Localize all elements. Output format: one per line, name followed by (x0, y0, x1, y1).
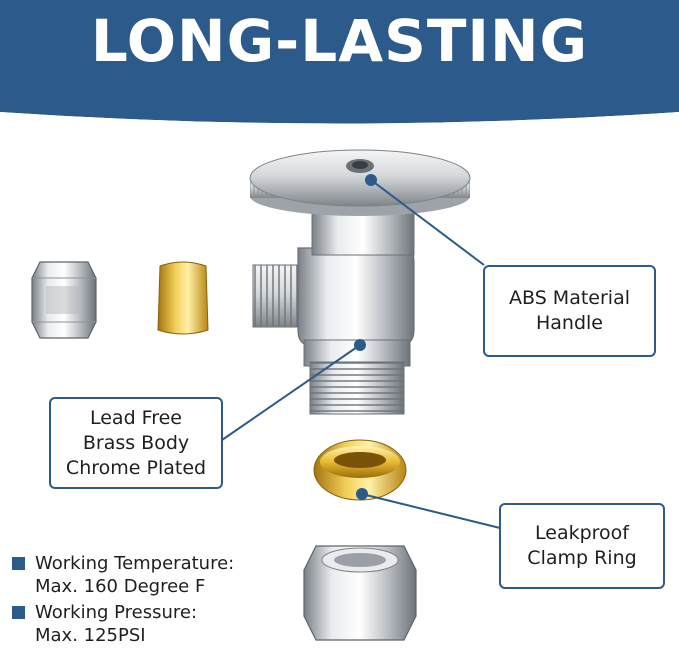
spec-pressure: Working Pressure: Max. 125PSI (12, 601, 197, 647)
brass-clamp-ring (313, 439, 407, 501)
callout-ring-line2: Clamp Ring (527, 547, 637, 569)
callout-handle-line2: Handle (535, 312, 603, 334)
callout-ring: Leakproof Clamp Ring (499, 503, 665, 589)
angle-valve-body (252, 204, 415, 415)
callout-body-line1: Lead Free (89, 406, 182, 429)
bullet-square-icon (12, 557, 25, 570)
callout-handle: ABS Material Handle (483, 265, 656, 357)
callout-leaders (221, 174, 501, 529)
callout-body-line2: Brass Body (82, 431, 190, 454)
valve-handle (249, 149, 471, 216)
callout-ring-line1: Leakproof (535, 522, 629, 544)
header-banner (0, 0, 679, 130)
bullet-square-icon (12, 606, 25, 619)
banner-title: LONG-LASTING (90, 7, 589, 75)
compression-nut-left (31, 261, 97, 339)
brass-sleeve-left (157, 261, 209, 335)
spec-temperature-value: Max. 160 Degree F (35, 576, 206, 597)
callout-body-line3: Chrome Plated (65, 456, 207, 479)
spec-temperature: Working Temperature: Max. 160 Degree F (12, 552, 234, 598)
callout-handle-line1: ABS Material (509, 287, 630, 309)
spec-pressure-label: Working Pressure: (35, 602, 198, 623)
compression-nut-bottom (303, 545, 417, 641)
spec-temperature-label: Working Temperature: (35, 553, 235, 574)
callout-body: Lead Free Brass Body Chrome Plated (49, 397, 223, 489)
spec-pressure-value: Max. 125PSI (35, 625, 146, 646)
